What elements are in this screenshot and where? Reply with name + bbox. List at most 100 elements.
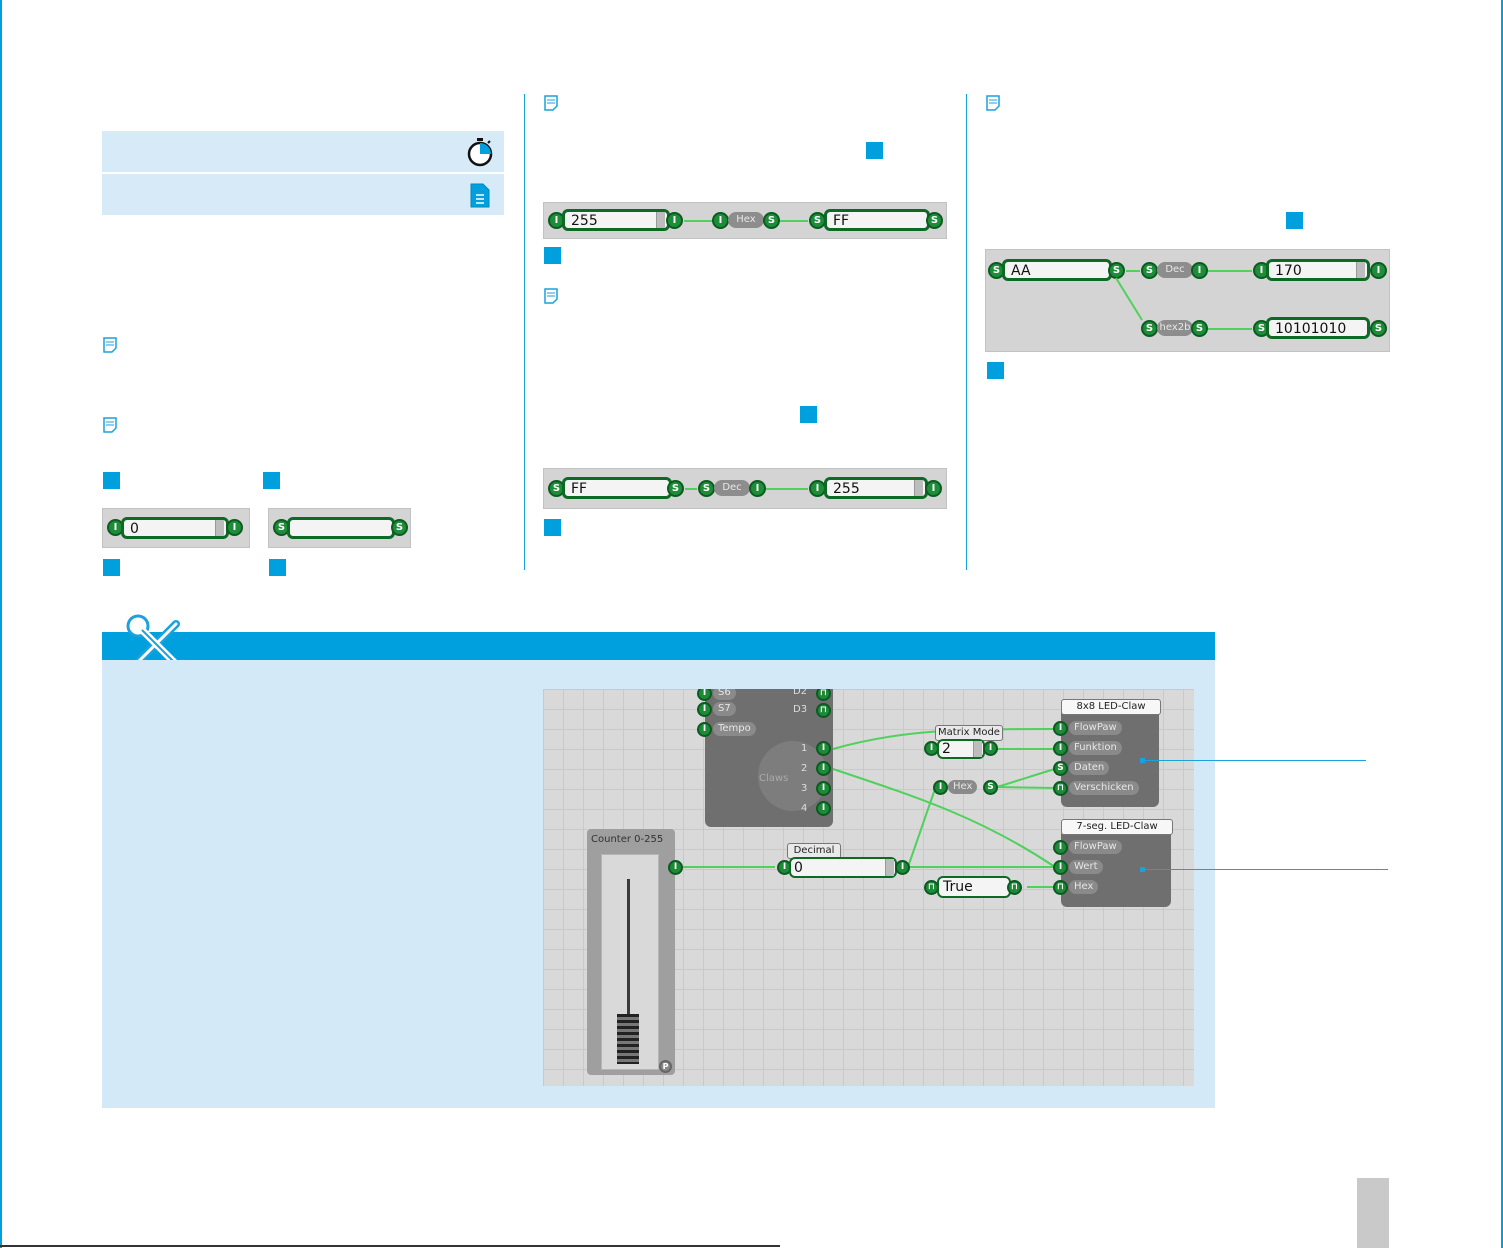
pulse-pin-icon[interactable]: ⊓: [1053, 781, 1068, 796]
aa-dec-output-field[interactable]: 170: [1266, 259, 1370, 281]
marker-square: [263, 472, 280, 489]
aa-input-field[interactable]: AA: [1002, 259, 1112, 281]
pulse-pin-icon: ⊓: [1007, 880, 1022, 895]
string-pin-icon[interactable]: S: [1053, 761, 1068, 776]
dec-input-field[interactable]: FF: [562, 477, 672, 499]
wire: [1208, 270, 1252, 272]
dec-output-field[interactable]: 255: [824, 477, 928, 499]
seg-input-hex: Hex: [1069, 880, 1099, 894]
int-pin-icon: I: [925, 480, 942, 497]
claw-out-2: 2: [801, 763, 808, 774]
int-pin-icon[interactable]: I: [816, 801, 831, 816]
callout-dot: [1140, 758, 1145, 763]
hex-output-field[interactable]: FF: [824, 209, 930, 231]
int-pin-icon[interactable]: I: [1053, 741, 1068, 756]
hex-input-field[interactable]: 255: [562, 209, 670, 231]
spinner-icon[interactable]: [914, 480, 923, 496]
wire: [1208, 328, 1252, 330]
spinner-icon[interactable]: [1356, 262, 1365, 278]
pulse-pin-icon[interactable]: ⊓: [1053, 880, 1068, 895]
counter-title: Counter 0-255: [591, 834, 664, 845]
page-edge-left: [0, 0, 2, 1248]
int-pin-icon: I: [1253, 262, 1270, 279]
p-badge: P: [659, 1060, 672, 1073]
string-field-widget: S S: [268, 508, 411, 548]
led-input-daten: Daten: [1069, 761, 1110, 775]
slider-rail: [627, 879, 630, 1059]
int-pin-icon: I: [226, 519, 243, 536]
led-input-verschicken: Verschicken: [1069, 781, 1139, 795]
aa-dec-operator: Dec: [1157, 262, 1193, 278]
marker-square: [269, 559, 286, 576]
led-input-flowpaw: FlowPaw: [1069, 721, 1122, 735]
string-pin-icon: S: [698, 480, 715, 497]
true-field[interactable]: True: [937, 876, 1011, 898]
callout-line: [1145, 760, 1366, 761]
spinner-icon[interactable]: [885, 859, 894, 876]
int-pin-icon: I: [712, 212, 729, 229]
dec-operator: Dec: [714, 480, 750, 496]
wire: [1126, 270, 1140, 272]
wire: [766, 488, 808, 490]
note-icon: [103, 337, 117, 353]
int-pin-icon[interactable]: I: [816, 781, 831, 796]
document-icon: [470, 183, 490, 208]
aa-dec-output-value: 170: [1275, 263, 1302, 279]
claw-pin-s7: S7: [713, 702, 736, 716]
claws-label: Claws: [759, 773, 789, 784]
marker-square: [544, 247, 561, 264]
string-pin-icon: S: [1108, 262, 1125, 279]
int-pin-icon: I: [983, 741, 998, 756]
bottom-rule: [0, 1245, 780, 1247]
wire: [684, 220, 712, 222]
int-pin-icon[interactable]: I: [1053, 860, 1068, 875]
int-pin-icon[interactable]: I: [1053, 840, 1068, 855]
aa-bin-output-field[interactable]: 10101010: [1266, 317, 1370, 339]
int-pin-icon: I: [697, 689, 712, 701]
hex-input-value: 255: [571, 213, 598, 229]
int-pin-icon: I: [933, 780, 948, 795]
aa-bin-output-value: 10101010: [1275, 321, 1347, 337]
seg-input-flowpaw: FlowPaw: [1069, 840, 1122, 854]
tools-banner: [102, 632, 1215, 660]
wire: [780, 220, 808, 222]
wire: [685, 488, 697, 490]
note-icon: [544, 288, 558, 304]
led-claw-title: 8x8 LED-Claw: [1061, 699, 1161, 715]
spinner-icon[interactable]: [973, 741, 982, 757]
int-pin-icon: I: [697, 702, 712, 717]
int-pin-icon: I: [666, 212, 683, 229]
int-field-value: 0: [130, 521, 139, 537]
note-icon: [544, 95, 558, 111]
int-pin-icon[interactable]: I: [816, 761, 831, 776]
claw-out-1: 1: [801, 743, 808, 754]
spinner-icon[interactable]: [215, 520, 224, 536]
seg-claw-title: 7-seg. LED-Claw: [1061, 819, 1173, 835]
aa-hex2b-operator: hex2b: [1157, 320, 1193, 336]
marker-square: [1286, 212, 1303, 229]
int-field[interactable]: 0: [121, 517, 229, 539]
claw-pin-s6: S6: [713, 689, 736, 700]
marker-square: [866, 142, 883, 159]
string-pin-icon: S: [983, 780, 998, 795]
int-pin-icon: I: [697, 722, 712, 737]
column-divider: [524, 94, 525, 570]
dec-input-value: FF: [571, 481, 588, 497]
hex-example: I 255 I I Hex S S FF S: [543, 202, 947, 239]
info-bar-time: [102, 131, 504, 172]
decimal-field[interactable]: 0: [789, 857, 897, 878]
string-pin-icon: S: [391, 519, 408, 536]
int-pin-icon[interactable]: I: [816, 741, 831, 756]
string-pin-icon: S: [1370, 320, 1387, 337]
matrix-mode-field[interactable]: 2: [937, 739, 985, 759]
stopwatch-icon: [467, 138, 493, 167]
led-input-funktion: Funktion: [1069, 741, 1122, 755]
spinner-icon[interactable]: [656, 212, 665, 228]
string-field[interactable]: [287, 517, 395, 539]
decimal-value: 0: [794, 860, 803, 876]
hex-op: Hex: [948, 780, 978, 794]
column-divider: [966, 94, 967, 570]
slider-handle[interactable]: [617, 1014, 639, 1064]
int-pin-icon[interactable]: I: [1053, 721, 1068, 736]
int-pin-icon[interactable]: I: [668, 860, 683, 875]
